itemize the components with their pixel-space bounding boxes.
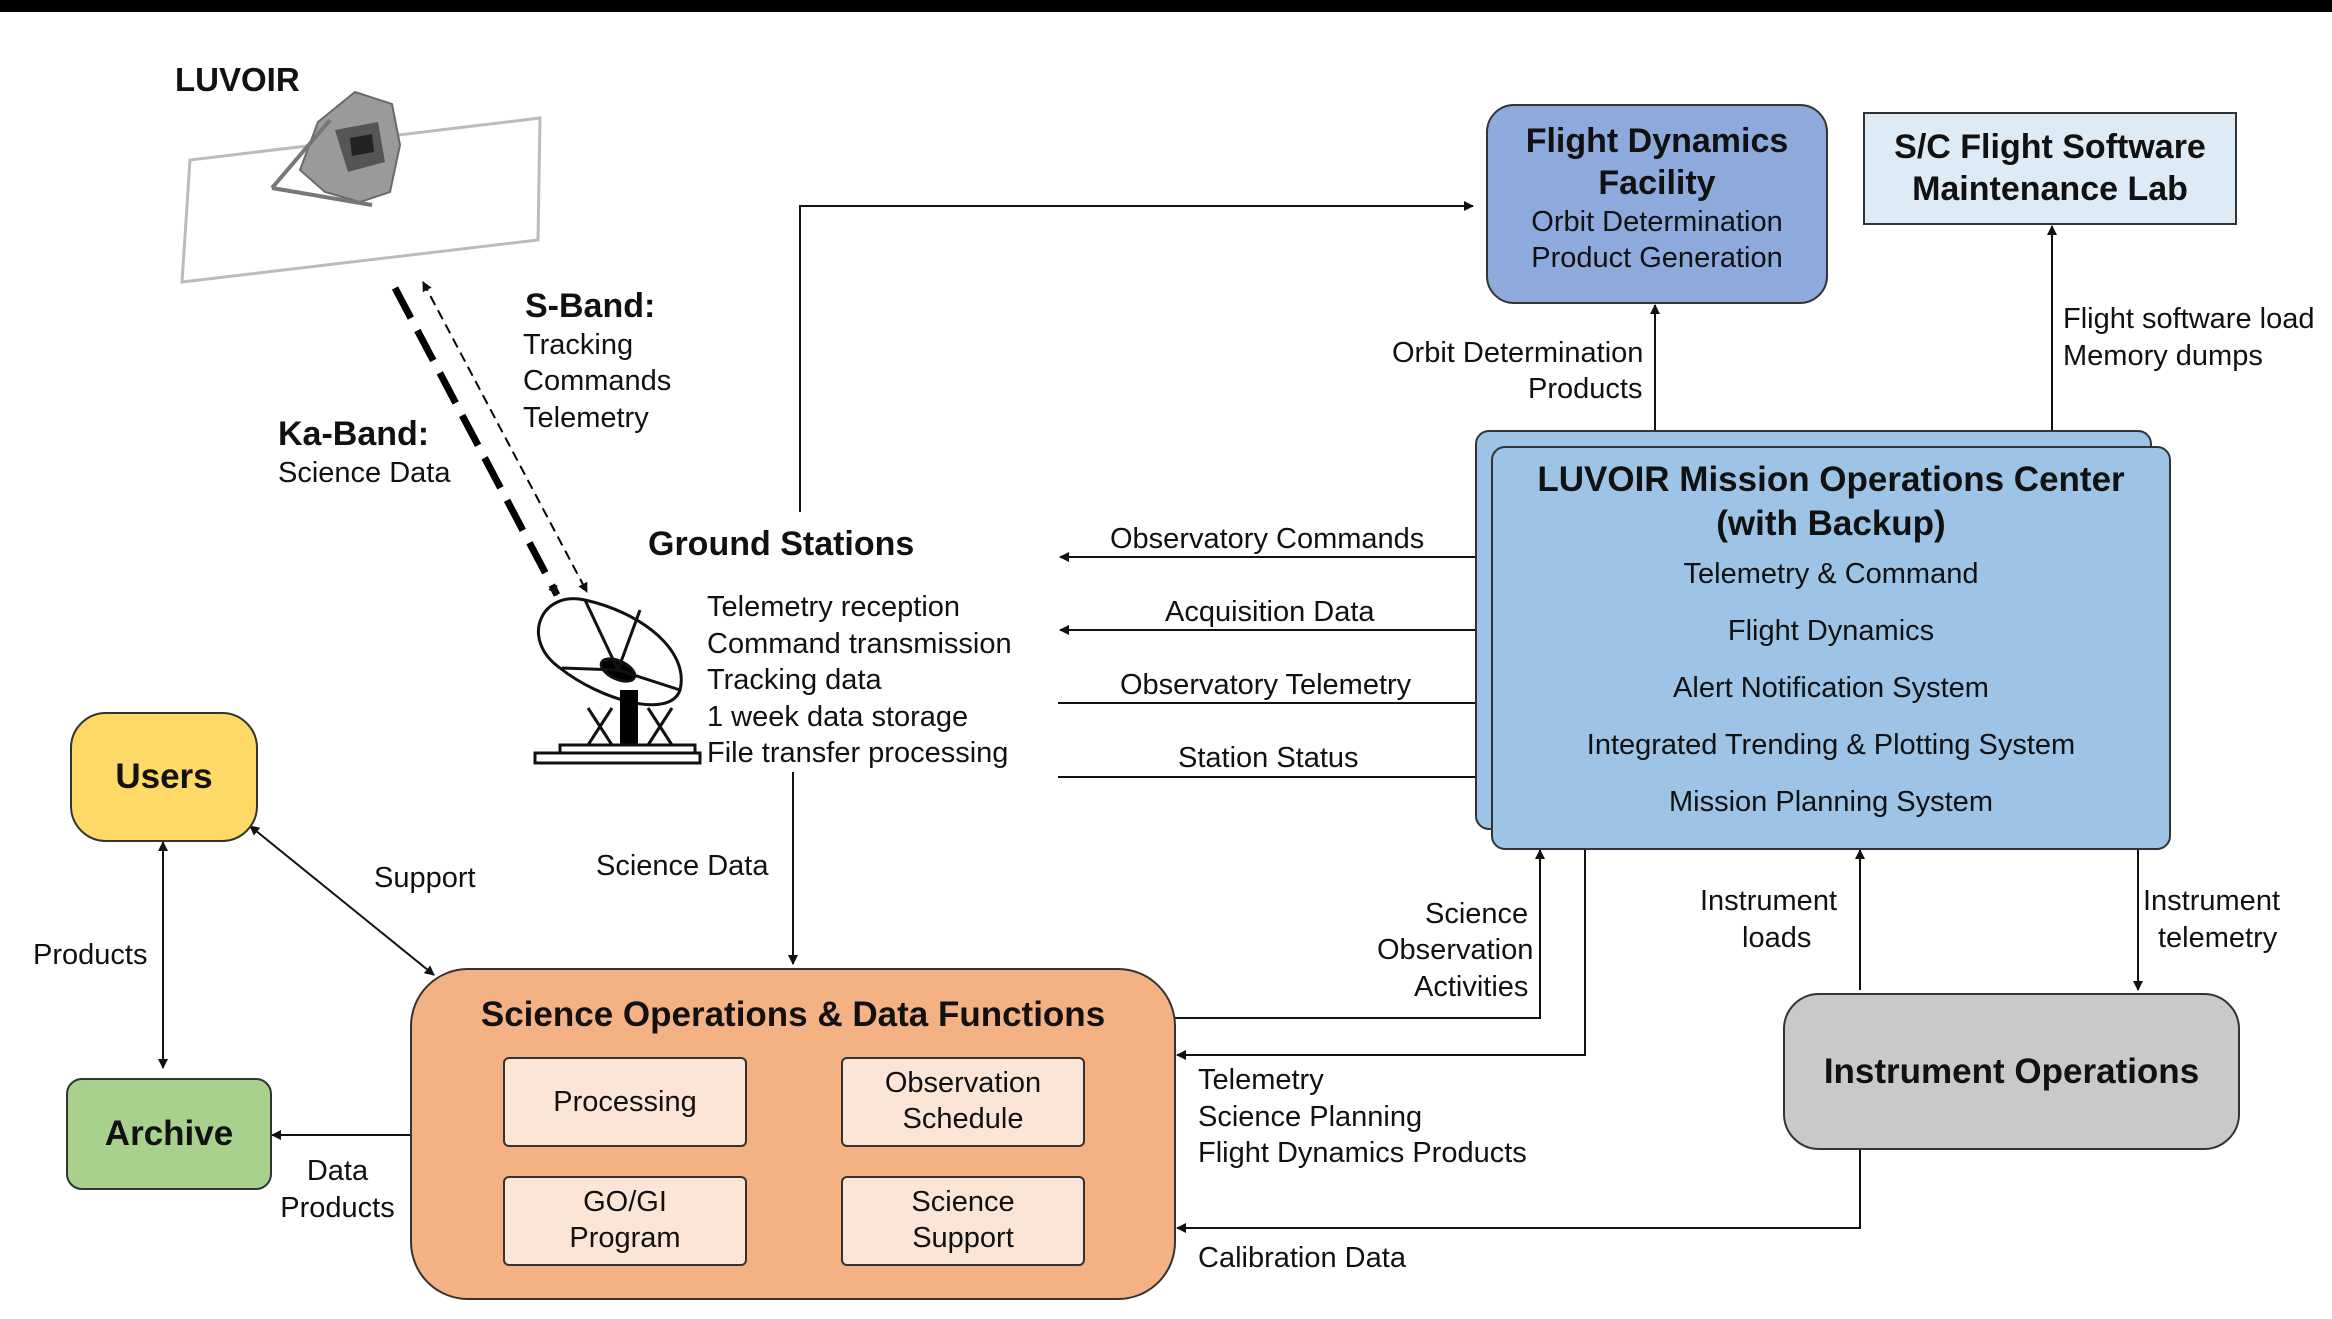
observatory-commands-label: Observatory Commands bbox=[1110, 523, 1425, 555]
sc-lab-title: Maintenance Lab bbox=[1912, 170, 2188, 208]
ka-band-title: Ka-Band: bbox=[278, 415, 430, 453]
s-band-item: Tracking bbox=[523, 329, 634, 361]
instrument-loads-label: Instrument bbox=[1700, 885, 1837, 917]
instrument-operations-box: Instrument Operations bbox=[1783, 993, 2240, 1150]
users-label: Users bbox=[115, 757, 213, 796]
station-status-label: Station Status bbox=[1178, 742, 1359, 774]
s-band-item: Telemetry bbox=[523, 402, 649, 434]
orbit-determination-products-label: Orbit Determination bbox=[1392, 337, 1644, 369]
s-band-title: S-Band: bbox=[525, 287, 656, 325]
sodf-cell-label: Observation bbox=[884, 1067, 1042, 1099]
science-obs-activities-label: Science bbox=[1425, 898, 1529, 930]
telemetry-bundle-label: Science Planning bbox=[1198, 1101, 1423, 1133]
gs-to-fdf-line bbox=[799, 201, 1474, 512]
ground-stations-item: File transfer processing bbox=[707, 737, 1009, 769]
moc-title: LUVOIR Mission Operations Center bbox=[1537, 460, 2125, 499]
calibration-data-label: Calibration Data bbox=[1198, 1242, 1406, 1274]
ground-stations-title: Ground Stations bbox=[648, 525, 915, 563]
science-obs-activities-line bbox=[1175, 849, 1545, 1019]
flight-software-load-label: Flight software load bbox=[2063, 303, 2315, 335]
sodf-cell-label: GO/GI bbox=[583, 1186, 667, 1218]
fdf-title: Flight Dynamics bbox=[1525, 122, 1789, 160]
archive-label: Archive bbox=[104, 1114, 234, 1153]
sc-lab-title: S/C Flight Software bbox=[1894, 128, 2206, 166]
data-products-label: Data bbox=[306, 1155, 369, 1187]
science-obs-activities-label: Observation bbox=[1377, 934, 1534, 966]
spacecraft-label: LUVOIR bbox=[175, 61, 300, 98]
instrument-operations-label: Instrument Operations bbox=[1823, 1052, 2200, 1091]
support-label: Support bbox=[374, 862, 476, 894]
science-obs-activities-label: Activities bbox=[1414, 971, 1529, 1003]
instrument-telemetry-label: telemetry bbox=[2158, 922, 2278, 954]
ground-stations-item: Telemetry reception bbox=[707, 591, 961, 623]
s-band-link bbox=[422, 281, 588, 593]
orbit-determination-products-label: Products bbox=[1528, 373, 1643, 405]
users-box: Users bbox=[70, 712, 258, 842]
telemetry-bundle-line bbox=[1176, 850, 1586, 1060]
sodf-cell-label: Program bbox=[569, 1222, 681, 1254]
observation-schedule-box: Observation Schedule bbox=[841, 1057, 1085, 1147]
moc-item: Integrated Trending & Plotting System bbox=[1586, 729, 2076, 761]
archive-box: Archive bbox=[66, 1078, 272, 1190]
moc-item: Alert Notification System bbox=[1673, 672, 1989, 704]
sc-flight-software-lab-box: S/C Flight Software Maintenance Lab bbox=[1863, 112, 2237, 225]
fdf-item: Product Generation bbox=[1531, 242, 1783, 274]
data-products-label: Products bbox=[280, 1192, 395, 1224]
science-support-box: Science Support bbox=[841, 1176, 1085, 1266]
ground-station-dish-icon bbox=[533, 597, 702, 765]
acquisition-data-label: Acquisition Data bbox=[1165, 596, 1375, 628]
s-band-item: Commands bbox=[523, 365, 672, 397]
science-operations-box: Science Operations & Data Functions Proc… bbox=[410, 968, 1176, 1300]
instrument-telemetry-label: Instrument bbox=[2143, 885, 2280, 917]
ground-stations-item: 1 week data storage bbox=[707, 701, 969, 733]
moc-item: Mission Planning System bbox=[1669, 786, 1993, 818]
telemetry-bundle-label: Flight Dynamics Products bbox=[1198, 1137, 1527, 1169]
instrument-loads-label: loads bbox=[1742, 922, 1812, 954]
calibration-data-line bbox=[1176, 1150, 1861, 1233]
support-line bbox=[249, 825, 435, 976]
ground-stations-item: Tracking data bbox=[707, 664, 882, 696]
moc-item: Flight Dynamics bbox=[1727, 615, 1935, 647]
moc-title: (with Backup) bbox=[1716, 504, 1946, 543]
fdf-item: Orbit Determination bbox=[1531, 206, 1783, 238]
sodf-cell-label: Support bbox=[912, 1222, 1014, 1254]
luvoir-spacecraft-icon bbox=[180, 90, 542, 284]
moc-item: Telemetry & Command bbox=[1683, 558, 1979, 590]
telemetry-bundle-label: Telemetry bbox=[1198, 1064, 1324, 1096]
mission-operations-center-box: LUVOIR Mission Operations Center (with B… bbox=[1491, 446, 2171, 850]
ka-band-item: Science Data bbox=[278, 457, 451, 489]
memory-dumps-label: Memory dumps bbox=[2063, 340, 2263, 372]
flight-dynamics-facility-box: Flight Dynamics Facility Orbit Determina… bbox=[1486, 104, 1828, 304]
sodf-cell-label: Processing bbox=[553, 1086, 697, 1118]
observatory-telemetry-label: Observatory Telemetry bbox=[1120, 669, 1412, 701]
sodf-cell-label: Schedule bbox=[902, 1103, 1024, 1135]
fdf-title: Facility bbox=[1598, 164, 1716, 202]
ground-stations-item: Command transmission bbox=[707, 628, 1012, 660]
science-data-label: Science Data bbox=[596, 850, 769, 882]
products-label: Products bbox=[33, 939, 148, 971]
processing-box: Processing bbox=[503, 1057, 747, 1147]
sodf-title: Science Operations & Data Functions bbox=[480, 995, 1106, 1034]
sodf-cell-label: Science bbox=[911, 1186, 1015, 1218]
go-gi-program-box: GO/GI Program bbox=[503, 1176, 747, 1266]
